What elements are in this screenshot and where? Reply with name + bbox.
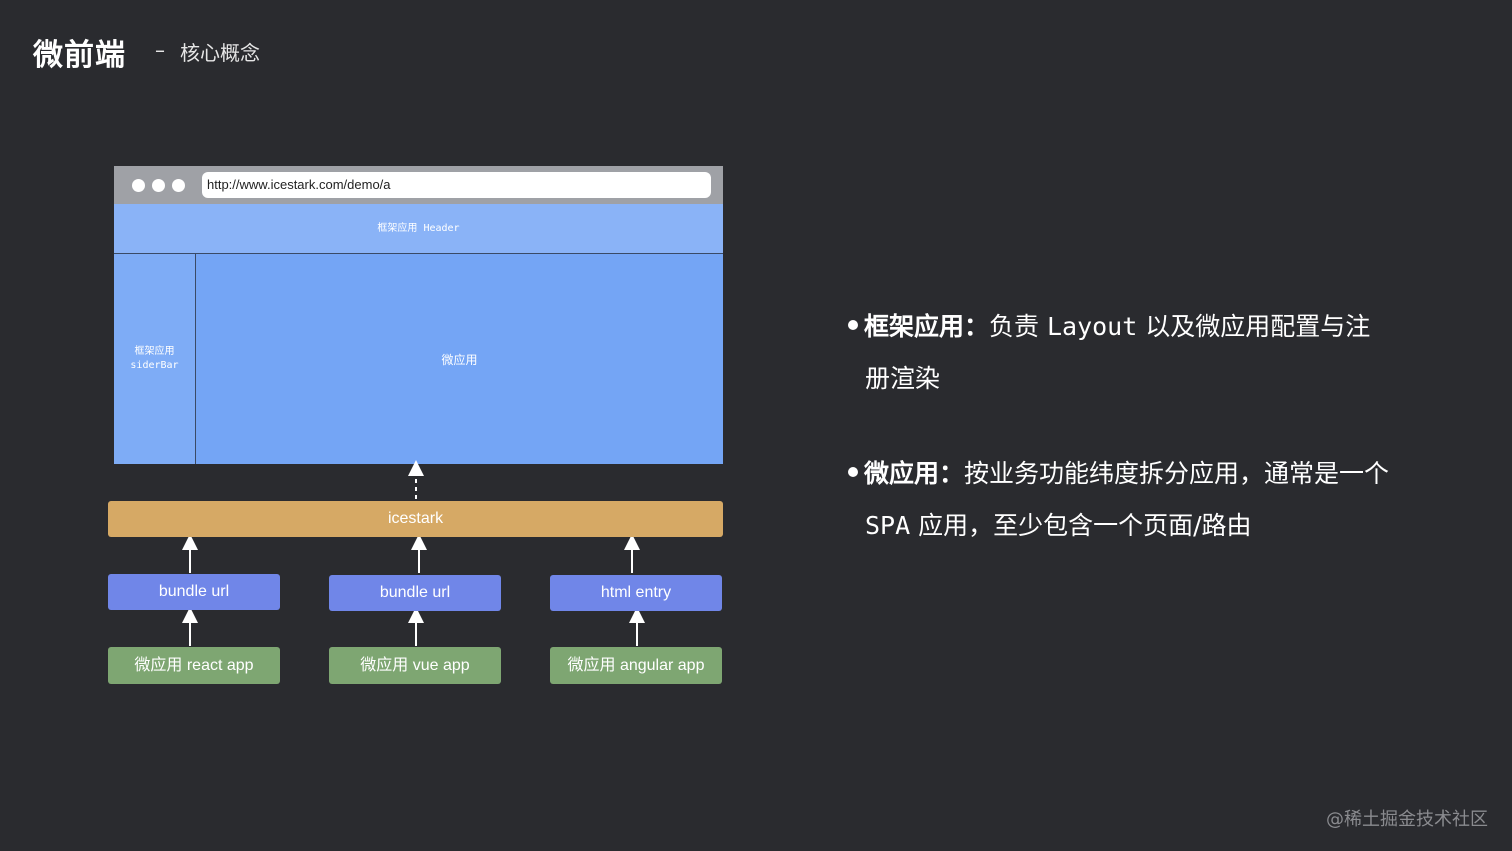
icestark-bar: icestark xyxy=(108,501,723,537)
bullet-label: 框架应用： xyxy=(864,312,990,341)
bullet-item: 框架应用：负责 Layout 以及微应用配置与注 册渲染 xyxy=(848,301,1448,405)
bullet-text: 应用，至少包含一个页面/路由 xyxy=(910,511,1252,540)
framework-sidebar: 框架应用 siderBar xyxy=(114,254,196,464)
bullet-code: Layout xyxy=(1046,312,1138,341)
app-box: 微应用 angular app xyxy=(550,647,722,684)
app-box: 微应用 vue app xyxy=(329,647,501,684)
bullet-dot-icon xyxy=(848,467,858,477)
page-title: 微前端 xyxy=(33,38,126,73)
window-dot-icon xyxy=(172,179,185,192)
bullet-label: 微应用： xyxy=(864,459,965,488)
bullet-dot-icon xyxy=(848,320,858,330)
bullet-line: 册渲染 xyxy=(848,353,1448,405)
bullet-line: SPA 应用，至少包含一个页面/路由 xyxy=(848,500,1448,552)
loader-box: html entry xyxy=(550,575,722,611)
sidebar-label: 框架应用 xyxy=(134,346,175,357)
browser-toolbar: http://www.icestark.com/demo/a xyxy=(114,166,723,204)
loader-box: bundle url xyxy=(108,574,280,610)
title-separator: – xyxy=(155,38,165,62)
sidebar-label-mono: siderBar xyxy=(130,360,179,371)
bullet-code: SPA xyxy=(865,511,911,540)
address-bar: http://www.icestark.com/demo/a xyxy=(202,172,711,198)
bullet-line: 框架应用：负责 Layout 以及微应用配置与注 xyxy=(848,301,1448,353)
window-dot-icon xyxy=(132,179,145,192)
window-dot-icon xyxy=(152,179,165,192)
browser-mockup: http://www.icestark.com/demo/a 框架应用 Head… xyxy=(114,166,723,464)
micro-app-area: 微应用 xyxy=(196,254,723,464)
loader-box: bundle url xyxy=(329,575,501,611)
bullet-text: 以及微应用配置与注 xyxy=(1137,312,1371,341)
micro-app-label: 微应用 xyxy=(441,352,478,367)
app-box: 微应用 react app xyxy=(108,647,280,684)
bullet-item: 微应用：按业务功能纬度拆分应用，通常是一个 SPA 应用，至少包含一个页面/路由 xyxy=(848,448,1448,552)
bullet-text: 负责 xyxy=(989,312,1047,341)
bullet-line: 微应用：按业务功能纬度拆分应用，通常是一个 xyxy=(848,448,1448,500)
watermark: @稀土掘金技术社区 xyxy=(1326,809,1488,830)
bullet-text: 按业务功能纬度拆分应用，通常是一个 xyxy=(964,459,1390,488)
page-subtitle: 核心概念 xyxy=(180,41,260,65)
framework-header: 框架应用 Header xyxy=(114,204,723,254)
bullet-text: 册渲染 xyxy=(865,364,941,393)
